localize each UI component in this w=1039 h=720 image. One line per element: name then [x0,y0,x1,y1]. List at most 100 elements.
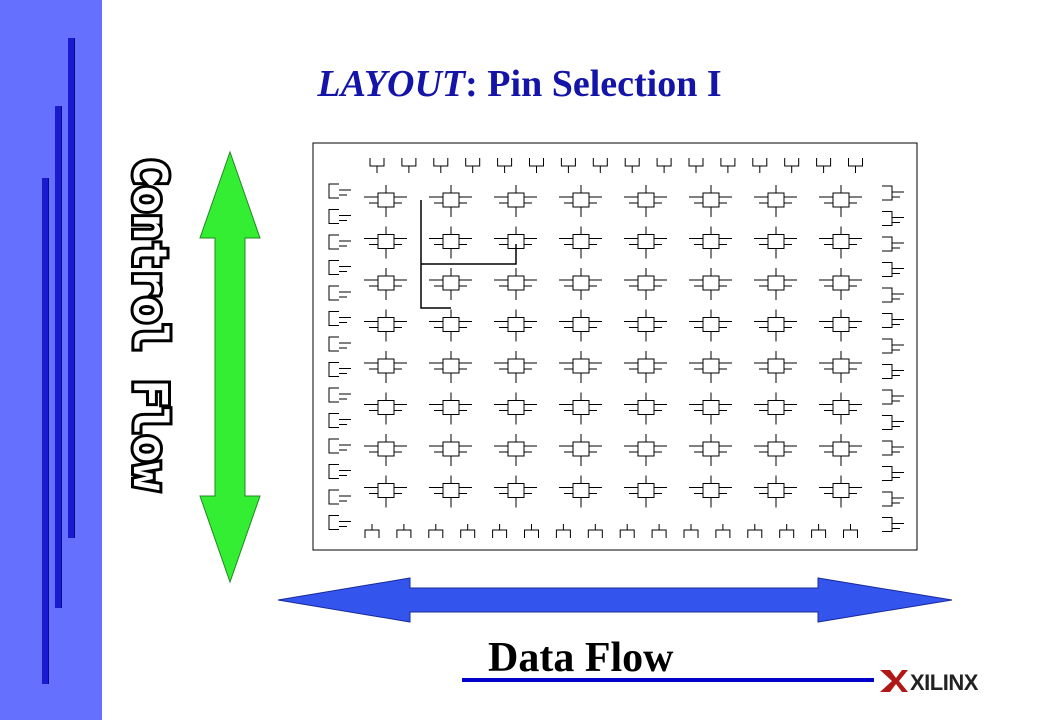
io-pin-right [882,211,904,226]
sidebar-bar [68,38,75,538]
logic-cell [819,226,862,259]
io-pin-bottom [492,524,508,538]
logic-cell [819,268,862,300]
logic-cell [559,309,602,342]
logic-cell [819,434,862,466]
logic-cell [494,475,537,508]
logic-cell [689,185,732,217]
logic-cell [624,392,667,425]
logic-cell [559,434,602,466]
io-pin-bottom [779,524,795,538]
io-pin-top [497,158,513,173]
logic-cell [559,475,602,508]
logic-cell [689,268,732,300]
io-pin-bottom [396,524,412,538]
logic-cell [754,351,797,383]
logic-cell [364,309,407,342]
io-pin-right [882,491,904,507]
io-pin-left [328,285,351,301]
io-pin-top [433,158,449,173]
sidebar-bar [55,106,62,608]
logic-cell [559,185,602,217]
logic-cell [624,226,667,259]
logic-cell [429,185,472,217]
logo-text: XILINX [910,670,978,695]
logic-cell [494,392,537,425]
logic-cell [364,475,407,508]
io-pin-top [624,158,640,173]
logic-cell [754,434,797,466]
logic-cell [559,226,602,259]
logic-cell [819,309,862,342]
logic-cell [429,475,472,508]
io-pin-bottom [651,524,667,538]
logic-cell [819,185,862,217]
io-pin-top [592,158,608,173]
io-pin-bottom [555,524,571,538]
logic-cell [559,392,602,425]
io-pin-left [328,489,351,505]
io-pin-right [882,262,904,277]
footer-line [462,678,874,682]
logic-cell [689,475,732,508]
xilinx-logo-icon [880,670,908,692]
logic-cell [754,185,797,217]
logic-cell [429,226,472,259]
io-pin-left [328,387,351,403]
io-pin-top [688,158,704,173]
logic-cell [559,268,602,300]
routing-wire [420,200,517,309]
title-rest: : Pin Selection I [465,63,722,105]
io-pin-right [882,364,904,379]
logic-cell [364,434,407,466]
logic-cell [494,309,537,342]
io-pin-left [328,515,351,530]
io-pin-bottom [683,524,699,538]
control-flow-arrow [199,150,261,584]
io-pin-left [328,464,351,479]
logic-cell [624,185,667,217]
logic-cell [819,475,862,508]
io-pin-bottom [715,524,731,538]
logic-cell [494,434,537,466]
logic-cell [429,434,472,466]
logic-cell [819,392,862,425]
io-pin-right [882,236,904,252]
io-pin-right [882,185,904,201]
io-pin-right [882,389,904,405]
logic-cell [754,392,797,425]
logic-cell [494,268,537,300]
io-pin-bottom [364,524,380,538]
logic-cell [429,351,472,383]
io-pin-top [752,158,768,173]
io-pin-right [882,338,904,354]
logic-cell [364,185,407,217]
data-flow-label: Data Flow [488,635,674,681]
io-pin-top [816,158,832,173]
chip-contents [328,158,904,538]
slide-title: LAYOUT: Pin Selection I [0,62,1039,106]
chip-frame [312,142,918,551]
logic-cell [364,226,407,259]
logic-cell [819,351,862,383]
logic-cell [364,392,407,425]
io-pin-left [328,209,351,224]
io-pin-bottom [524,524,539,538]
logic-cell [624,475,667,508]
io-pin-right [882,466,904,481]
logic-cell [754,309,797,342]
logic-cell [689,226,732,259]
io-pin-top [656,158,672,173]
io-pin-left [328,183,351,199]
io-pin-top [560,158,576,173]
io-pin-right [882,287,904,303]
io-pin-top [369,158,385,173]
logic-cell [754,268,797,300]
io-pin-top [784,158,800,173]
io-pin-right [882,440,904,456]
io-pin-bottom [747,524,763,538]
io-pin-top [465,158,481,173]
io-pin-top [720,158,736,173]
logic-cell [624,351,667,383]
